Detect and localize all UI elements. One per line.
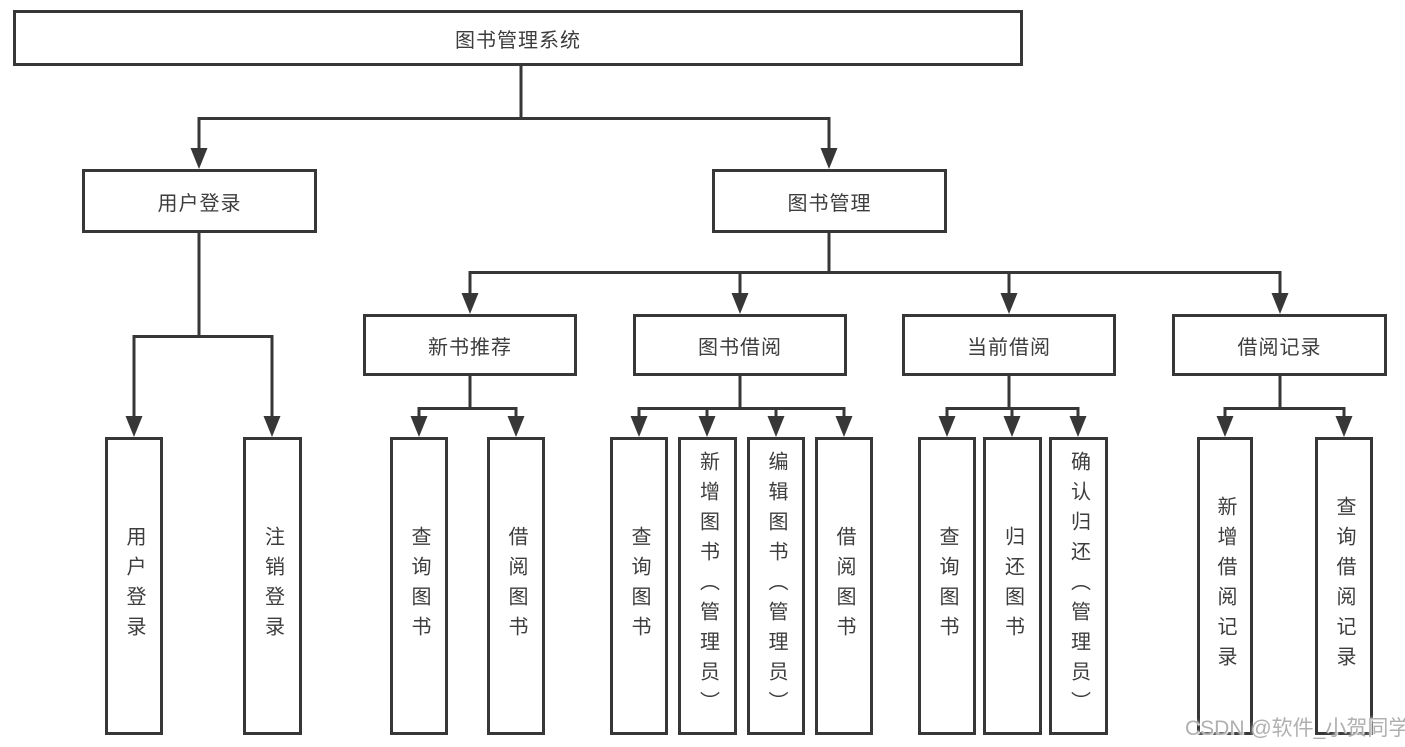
csdn-watermark: CSDN @软件_小贺同学: [1185, 717, 1405, 740]
node-book-borrow: 图书借阅: [633, 314, 847, 376]
node-leaf-bb-borrow-books: 借阅图书: [815, 437, 873, 735]
node-leaf-cb-confirm-return-admin-label: 确认归还（管理员）: [1067, 451, 1090, 721]
node-leaf-cb-return-books: 归还图书: [983, 437, 1042, 735]
node-leaf-cb-query-books: 查询图书: [918, 437, 976, 735]
node-leaf-nb-query-books-label: 查询图书: [408, 526, 430, 646]
node-leaf-bb-add-books-admin-label: 新增图书（管理员）: [696, 451, 719, 721]
node-current-borrow-label: 当前借阅: [967, 336, 1051, 359]
node-current-borrow: 当前借阅: [902, 314, 1116, 376]
node-leaf-nb-borrow-books: 借阅图书: [487, 437, 545, 735]
node-leaf-cb-return-books-label: 归还图书: [1001, 526, 1024, 646]
node-leaf-bb-edit-books-admin-label: 编辑图书（管理员）: [765, 451, 787, 721]
node-leaf-bb-edit-books-admin: 编辑图书（管理员）: [747, 437, 805, 735]
node-leaf-cb-confirm-return-admin: 确认归还（管理员）: [1049, 437, 1108, 735]
node-user-login-label: 用户登录: [157, 192, 242, 215]
node-borrow-records: 借阅记录: [1172, 314, 1387, 376]
node-book-management: 图书管理: [712, 169, 947, 233]
node-leaf-bb-add-books-admin: 新增图书（管理员）: [678, 437, 737, 735]
node-leaf-br-query-record-label: 查询借阅记录: [1333, 496, 1355, 676]
node-book-management-label: 图书管理: [787, 192, 872, 215]
node-leaf-bb-query-books-label: 查询图书: [628, 526, 650, 646]
node-leaf-logout: 注销登录: [243, 437, 302, 735]
node-leaf-bb-borrow-books-label: 借阅图书: [833, 526, 855, 646]
node-leaf-cb-query-books-label: 查询图书: [936, 526, 958, 646]
node-new-book-recommend: 新书推荐: [363, 314, 577, 376]
node-leaf-br-query-record: 查询借阅记录: [1315, 437, 1373, 735]
node-leaf-user-login-label: 用户登录: [123, 526, 145, 646]
node-root-label: 图书管理系统: [455, 29, 581, 52]
node-borrow-records-label: 借阅记录: [1237, 336, 1322, 359]
node-leaf-br-add-record: 新增借阅记录: [1197, 437, 1253, 735]
node-root: 图书管理系统: [13, 10, 1023, 66]
node-leaf-nb-borrow-books-label: 借阅图书: [505, 526, 527, 646]
node-leaf-br-add-record-label: 新增借阅记录: [1214, 496, 1236, 676]
node-book-borrow-label: 图书借阅: [698, 336, 782, 359]
node-user-login: 用户登录: [82, 169, 317, 233]
node-leaf-user-login: 用户登录: [105, 437, 163, 735]
node-leaf-bb-query-books: 查询图书: [610, 437, 668, 735]
node-new-book-recommend-label: 新书推荐: [428, 336, 512, 359]
arrowheads: [125, 148, 1353, 437]
node-leaf-logout-label: 注销登录: [261, 526, 284, 646]
node-leaf-nb-query-books: 查询图书: [390, 437, 448, 735]
